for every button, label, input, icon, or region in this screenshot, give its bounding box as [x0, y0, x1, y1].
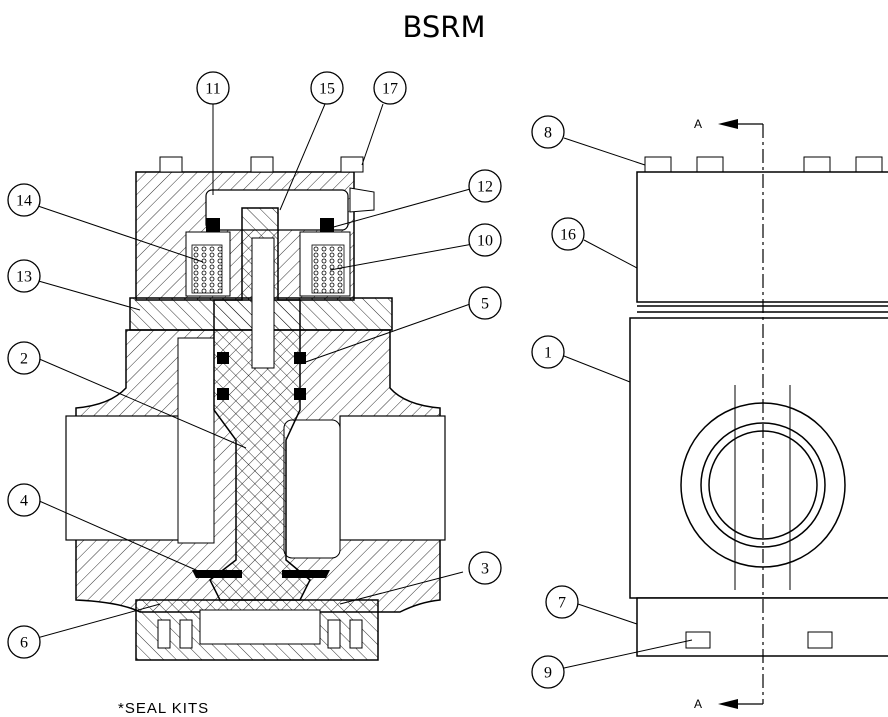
bottom-bolt: [685, 631, 711, 649]
section-arrow: [718, 119, 738, 129]
seal-kits-note: *SEAL KITS: [118, 700, 210, 717]
inner-chamber-right: [283, 419, 341, 559]
bolt-head: [855, 156, 883, 173]
balloon-8: 8: [531, 115, 565, 149]
balloon-3: 3: [468, 551, 502, 585]
balloon-4: 4: [7, 483, 41, 517]
bottom-slot: [179, 619, 193, 649]
balloon-10: 10: [468, 223, 502, 257]
stem-core: [251, 237, 275, 369]
o-ring: [294, 352, 306, 364]
svg-text:12: 12: [477, 179, 493, 196]
spring-left: [191, 244, 223, 294]
svg-text:8: 8: [544, 125, 552, 142]
svg-text:16: 16: [560, 227, 576, 244]
svg-text:6: 6: [20, 635, 28, 652]
bottom-slot: [327, 619, 341, 649]
bottom-slot: [157, 619, 171, 649]
balloon-13: 13: [7, 259, 41, 293]
svg-text:2: 2: [20, 351, 28, 368]
svg-text:14: 14: [16, 193, 32, 210]
section-label-top: A: [694, 117, 702, 131]
o-ring: [294, 388, 306, 400]
balloon-17: 17: [373, 71, 407, 105]
section-label-bottom: A: [694, 697, 702, 711]
bonnet-port: [349, 187, 375, 213]
balloon-5: 5: [468, 286, 502, 320]
balloon-16: 16: [551, 217, 585, 251]
outlet-passage: [339, 415, 446, 541]
svg-text:15: 15: [319, 81, 335, 98]
svg-text:10: 10: [477, 233, 493, 250]
bolt-head: [250, 156, 274, 173]
balloon-12: 12: [468, 169, 502, 203]
bottom-bolt: [807, 631, 833, 649]
bolt-head: [159, 156, 183, 173]
drawing-title: BSRM: [402, 10, 486, 44]
balloon-6: 6: [7, 625, 41, 659]
svg-text:3: 3: [481, 561, 489, 578]
balloon-11: 11: [196, 71, 230, 105]
o-ring: [320, 218, 334, 232]
svg-text:17: 17: [382, 81, 398, 98]
bolt-head: [644, 156, 672, 173]
side-view: A A: [629, 117, 888, 711]
balloon-2: 2: [7, 341, 41, 375]
balloon-15: 15: [310, 71, 344, 105]
svg-text:9: 9: [544, 665, 552, 682]
seat-disc-right: [282, 570, 330, 578]
bolt-head: [803, 156, 831, 173]
balloon-1: 1: [531, 335, 565, 369]
svg-text:7: 7: [558, 595, 566, 612]
svg-text:13: 13: [16, 269, 32, 286]
bolt-head: [340, 156, 364, 173]
inlet-passage: [65, 415, 187, 541]
balloon-7: 7: [545, 585, 579, 619]
bottom-cap-recess: [199, 609, 321, 645]
seat-disc-left: [192, 570, 242, 578]
balloon-callouts: 11 15 17 12 14 10 13 5 2 4 3 6 8 16 1 7 …: [7, 71, 585, 689]
leader-lines-left: [34, 103, 482, 639]
svg-text:1: 1: [544, 345, 552, 362]
leader-lines-right: [563, 137, 693, 669]
spring-right: [311, 244, 345, 294]
balloon-14: 14: [7, 183, 41, 217]
o-ring: [217, 352, 229, 364]
o-ring: [217, 388, 229, 400]
o-ring: [206, 218, 220, 232]
inner-chamber-left: [177, 337, 215, 544]
svg-text:4: 4: [20, 493, 28, 510]
svg-text:11: 11: [205, 81, 220, 98]
bolt-head: [696, 156, 724, 173]
balloon-9: 9: [531, 655, 565, 689]
section-view: [65, 156, 446, 661]
bottom-slot: [349, 619, 363, 649]
section-arrow: [718, 699, 738, 709]
svg-text:5: 5: [481, 296, 489, 313]
